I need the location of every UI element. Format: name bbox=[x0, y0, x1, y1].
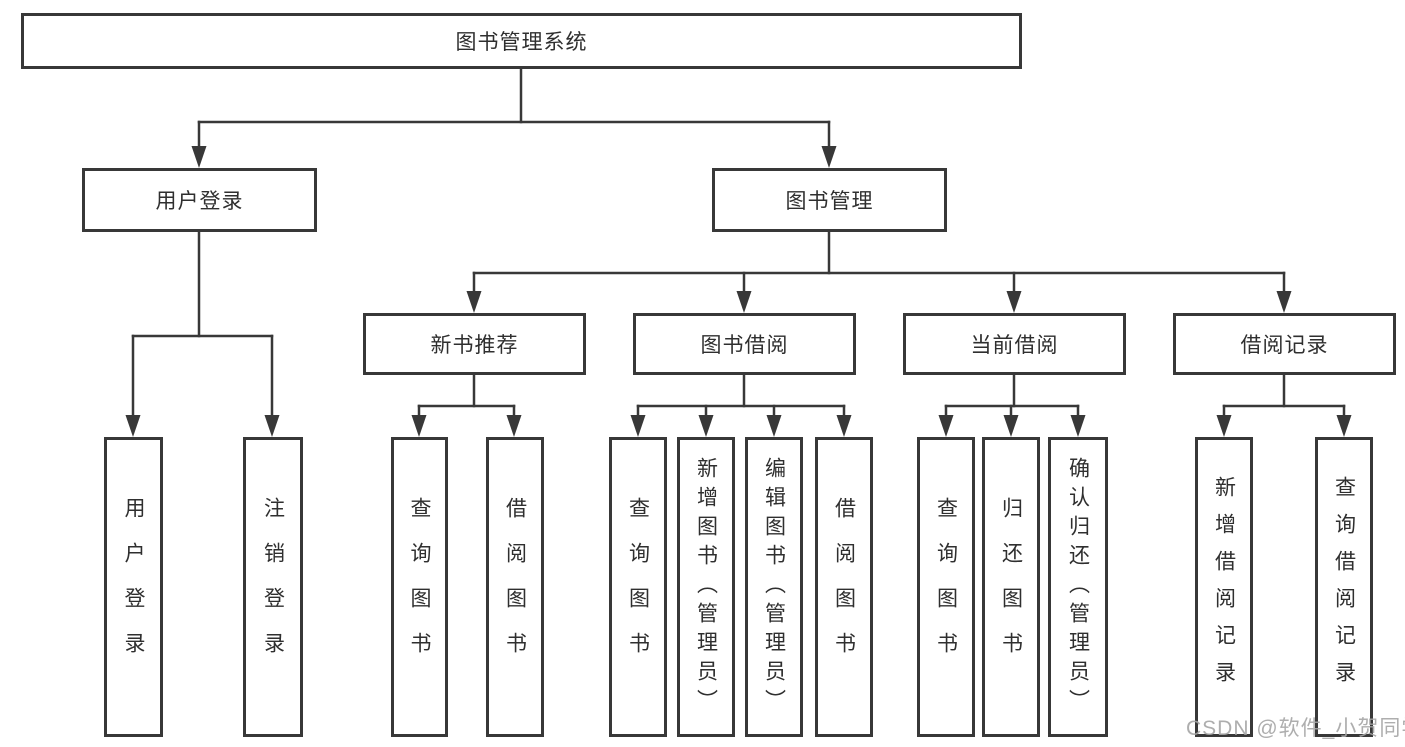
node-library-management-system-label: 图书管理系统 bbox=[455, 31, 588, 54]
node-borrowing-records: 借阅记录 bbox=[1173, 313, 1396, 375]
leaf-borrow-books-borrowing-label: 借阅图书 bbox=[832, 497, 856, 677]
leaf-query-books-current-label: 查询图书 bbox=[934, 497, 958, 677]
leaf-query-books-borrowing-label: 查询图书 bbox=[626, 497, 650, 677]
leaf-query-borrow-record-label: 查询借阅记录 bbox=[1332, 476, 1356, 698]
leaf-add-book-admin: 新增图书（管理员） bbox=[677, 437, 735, 737]
leaf-return-books: 归还图书 bbox=[982, 437, 1040, 737]
leaf-query-books-recommend-label: 查询图书 bbox=[408, 497, 431, 677]
node-new-book-recommend-label: 新书推荐 bbox=[430, 334, 519, 357]
node-current-borrowing: 当前借阅 bbox=[903, 313, 1126, 375]
leaf-logout-label: 注销登录 bbox=[261, 497, 285, 677]
leaf-return-books-label: 归还图书 bbox=[999, 497, 1023, 677]
leaf-confirm-return-admin: 确认归还（管理员） bbox=[1048, 437, 1108, 737]
node-book-management-label: 图书管理 bbox=[785, 190, 874, 213]
node-library-management-system: 图书管理系统 bbox=[21, 13, 1022, 69]
leaf-add-book-admin-label: 新增图书（管理员） bbox=[694, 456, 718, 718]
leaf-query-books-borrowing: 查询图书 bbox=[609, 437, 667, 737]
leaf-add-borrow-record: 新增借阅记录 bbox=[1195, 437, 1253, 737]
node-borrowing-records-label: 借阅记录 bbox=[1240, 334, 1329, 357]
node-user-login: 用户登录 bbox=[82, 168, 317, 232]
leaf-user-login-label: 用户登录 bbox=[122, 497, 145, 677]
node-user-login-label: 用户登录 bbox=[155, 190, 244, 213]
node-new-book-recommend: 新书推荐 bbox=[363, 313, 586, 375]
node-book-borrowing-label: 图书借阅 bbox=[700, 334, 789, 357]
node-book-management: 图书管理 bbox=[712, 168, 947, 232]
leaf-add-borrow-record-label: 新增借阅记录 bbox=[1212, 476, 1236, 698]
leaf-confirm-return-admin-label: 确认归还（管理员） bbox=[1066, 456, 1090, 718]
leaf-query-borrow-record: 查询借阅记录 bbox=[1315, 437, 1373, 737]
leaf-borrow-books-recommend-label: 借阅图书 bbox=[503, 497, 527, 677]
leaf-edit-book-admin-label: 编辑图书（管理员） bbox=[762, 456, 786, 718]
node-current-borrowing-label: 当前借阅 bbox=[970, 334, 1059, 357]
leaf-query-books-recommend: 查询图书 bbox=[391, 437, 448, 737]
node-book-borrowing: 图书借阅 bbox=[633, 313, 856, 375]
leaf-borrow-books-borrowing: 借阅图书 bbox=[815, 437, 873, 737]
leaf-edit-book-admin: 编辑图书（管理员） bbox=[745, 437, 803, 737]
leaf-borrow-books-recommend: 借阅图书 bbox=[486, 437, 544, 737]
watermark-csdn: CSDN @软件_小贺同学 bbox=[1186, 717, 1405, 740]
leaf-user-login: 用户登录 bbox=[104, 437, 163, 737]
leaf-logout: 注销登录 bbox=[243, 437, 303, 737]
leaf-query-books-current: 查询图书 bbox=[917, 437, 975, 737]
arrowheads bbox=[125, 146, 1352, 437]
